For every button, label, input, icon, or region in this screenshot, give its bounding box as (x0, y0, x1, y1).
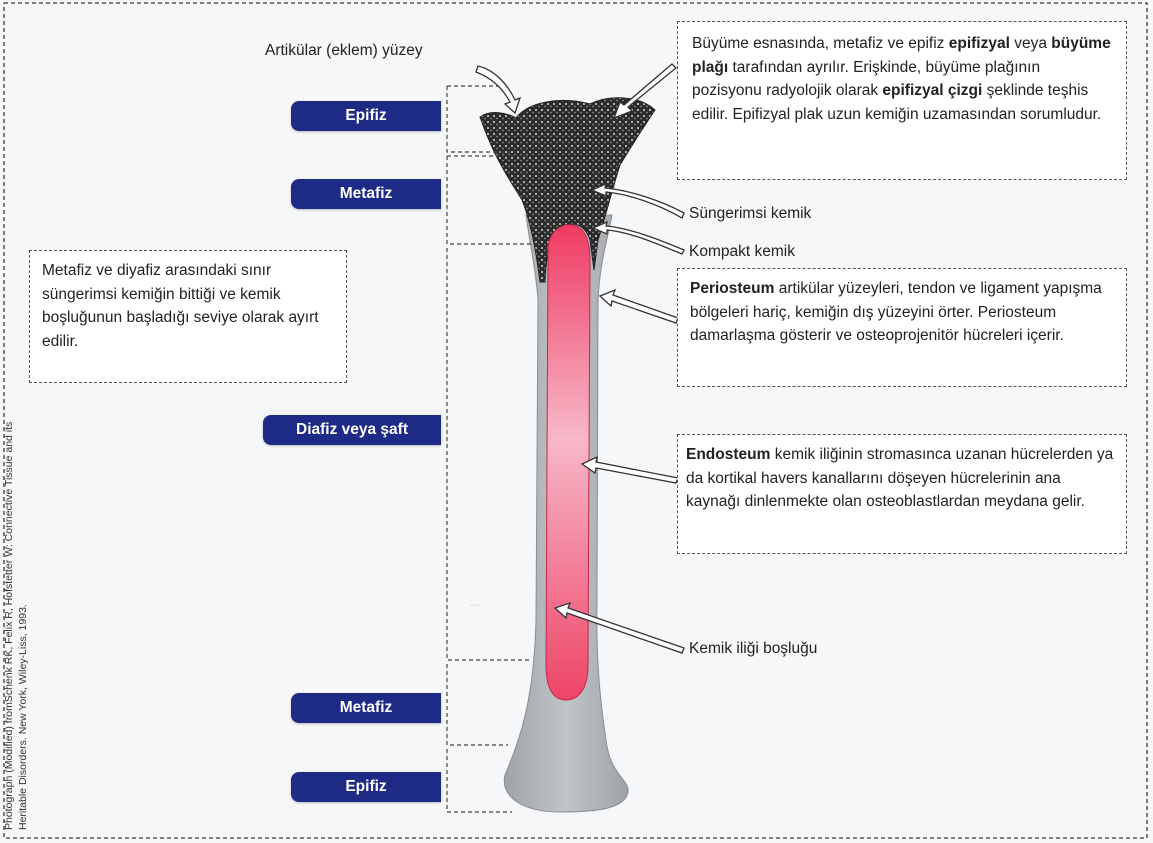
arrow-articular (476, 66, 520, 113)
region-diaphysis: Diafiz veya şaft (263, 415, 441, 445)
label-compact-bone: Kompakt kemik (689, 243, 795, 261)
growth-plate-bold-3: epifizyal çizgi (882, 82, 982, 99)
label-marrow-cavity: Kemik iliği boşluğu (689, 640, 817, 658)
marrow-cavity (546, 225, 590, 700)
bracket-metaphysis-bottom (447, 664, 508, 745)
callout-endosteum: Endosteum kemik iliğinin stromasınca uza… (677, 434, 1127, 554)
region-epiphysis-bottom: Epifiz (291, 772, 441, 802)
callout-growth-plate: Büyüme esnasında, metafiz ve epifiz epif… (677, 21, 1127, 180)
bracket-epiphysis-bottom (447, 749, 512, 812)
growth-plate-text-1: Büyüme esnasında, metafiz ve epifiz (692, 35, 949, 52)
region-metaphysis-top: Metafiz (291, 179, 441, 209)
region-metaphysis-bottom: Metafiz (291, 693, 441, 723)
bracket-diaphysis (447, 248, 530, 660)
growth-plate-bold-1: epifizyal (949, 35, 1010, 52)
periosteum-term: Periosteum (690, 280, 774, 297)
arrow-periosteum (600, 290, 678, 323)
photo-credit: Photograph (Modified) fromSchenk RK, Fel… (2, 410, 30, 830)
growth-plate-text-2: veya (1010, 35, 1051, 52)
endosteum-term: Endosteum (686, 446, 770, 463)
label-spongy-bone: Süngerimsi kemik (689, 205, 811, 223)
callout-boundary: Metafiz ve diyafiz arasındaki sınır süng… (29, 250, 347, 383)
label-articular-surface: Artikülar (eklem) yüzey (265, 42, 423, 60)
region-epiphysis-top: Epifiz (291, 101, 441, 131)
callout-periosteum: Periosteum artikülar yüzeyleri, tendon v… (677, 268, 1127, 387)
